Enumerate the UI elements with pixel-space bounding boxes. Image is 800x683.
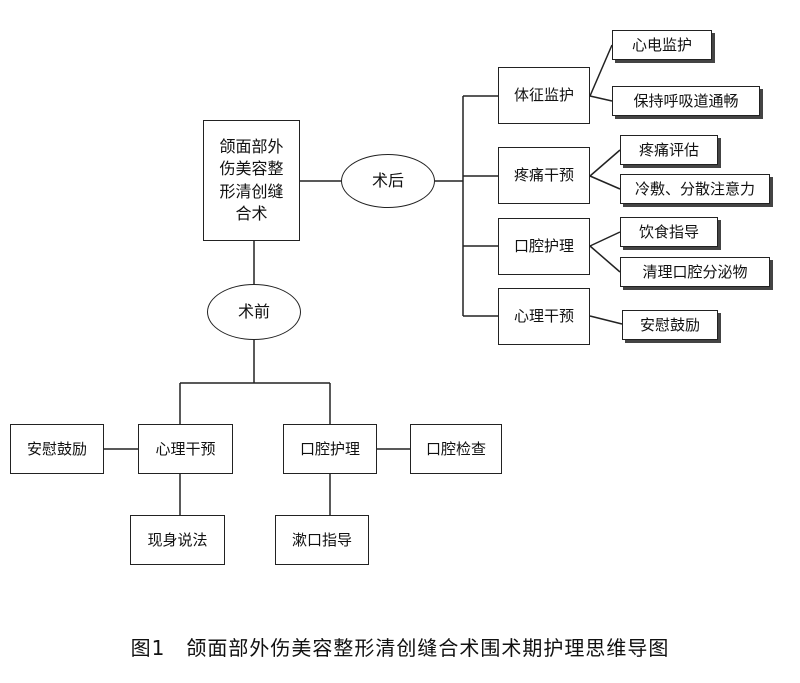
leaf-comfort-post: 安慰鼓励 <box>622 310 718 340</box>
post-op-node: 术后 <box>341 154 435 208</box>
group-label: 口腔护理 <box>299 439 360 458</box>
leaf-label: 疼痛评估 <box>638 140 699 159</box>
pre-op-label: 术前 <box>237 302 270 322</box>
leaf-diet-guidance: 饮食指导 <box>620 217 718 247</box>
post-op-group-vital-signs: 体征监护 <box>498 67 590 124</box>
pre-op-node: 术前 <box>207 284 301 340</box>
leaf-label: 保持呼吸道通畅 <box>633 91 739 110</box>
group-label: 体征监护 <box>513 86 574 105</box>
leaf-label: 心电监护 <box>631 35 692 54</box>
central-label: 颌面部外伤美容整形清创缝合术 <box>219 136 284 223</box>
leaf-ecg-monitoring: 心电监护 <box>612 30 712 60</box>
leaf-comfort-pre: 安慰鼓励 <box>10 424 104 474</box>
leaf-label: 安慰鼓励 <box>639 315 700 334</box>
group-label: 口腔护理 <box>513 237 574 256</box>
leaf-label: 清理口腔分泌物 <box>642 262 748 281</box>
central-node: 颌面部外伤美容整形清创缝合术 <box>203 120 300 241</box>
group-label: 心理干预 <box>155 439 216 458</box>
post-op-label: 术后 <box>371 171 404 191</box>
leaf-airway: 保持呼吸道通畅 <box>612 86 760 116</box>
leaf-cold-compress: 冷敷、分散注意力 <box>620 174 770 204</box>
leaf-testimonial: 现身说法 <box>130 515 225 565</box>
group-label: 疼痛干预 <box>513 166 574 185</box>
post-op-group-psychology: 心理干预 <box>498 288 590 345</box>
leaf-label: 饮食指导 <box>638 222 699 241</box>
leaf-label: 口腔检查 <box>425 439 486 458</box>
leaf-pain-assessment: 疼痛评估 <box>620 135 718 165</box>
pre-op-group-psychology: 心理干预 <box>138 424 233 474</box>
leaf-label: 冷敷、分散注意力 <box>634 179 755 198</box>
leaf-mouthwash-guidance: 漱口指导 <box>275 515 369 565</box>
pre-op-group-oral-care: 口腔护理 <box>283 424 377 474</box>
leaf-clear-secretions: 清理口腔分泌物 <box>620 257 770 287</box>
leaf-label: 现身说法 <box>147 530 208 549</box>
post-op-group-pain: 疼痛干预 <box>498 147 590 204</box>
leaf-label: 安慰鼓励 <box>26 439 87 458</box>
post-op-group-oral-care: 口腔护理 <box>498 218 590 275</box>
group-label: 心理干预 <box>513 307 574 326</box>
leaf-oral-exam: 口腔检查 <box>410 424 502 474</box>
figure-caption: 图1 颌面部外伤美容整形清创缝合术围术期护理思维导图 <box>130 636 670 660</box>
leaf-label: 漱口指导 <box>291 530 352 549</box>
